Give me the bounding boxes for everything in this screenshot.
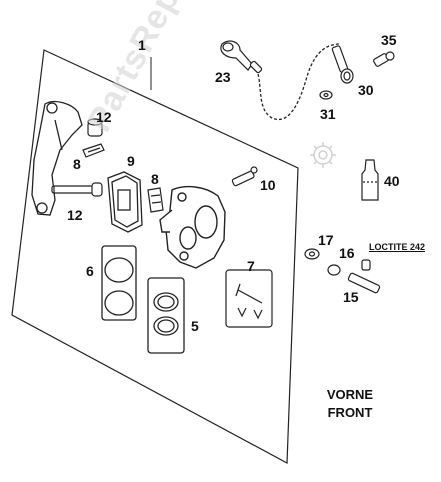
- brake-fluid-bottle-40: [361, 159, 379, 201]
- callout-23: 23: [215, 69, 231, 85]
- brake-hose: [257, 43, 341, 121]
- callout-12-lower: 12: [67, 207, 83, 223]
- callout-40: 40: [384, 173, 400, 189]
- bushing-12-top: [87, 118, 103, 137]
- pin-kit-7: [225, 269, 273, 328]
- watermark-gear-icon: [310, 142, 336, 168]
- callout-6: 6: [86, 263, 94, 279]
- pistons-6: [101, 245, 137, 321]
- banjo-bolt-35: [373, 51, 395, 67]
- callout-7: 7: [247, 258, 255, 274]
- spacer-16: [327, 264, 341, 276]
- brake-pads-9: [107, 171, 143, 233]
- piston-seals-5: [147, 277, 185, 354]
- callout-30: 30: [358, 82, 374, 98]
- washer-17: [304, 248, 320, 260]
- front-label-de: VORNE: [326, 387, 374, 402]
- loctite-label: LOCTITE 242: [369, 242, 426, 252]
- callout-12-top: 12: [96, 109, 112, 125]
- callout-1: 1: [138, 37, 146, 53]
- caliper-bracket: [31, 100, 83, 216]
- pad-spring-8-mid: [147, 187, 164, 213]
- washer-31: [319, 90, 333, 100]
- front-label-en: FRONT: [327, 405, 373, 420]
- assembly-panel: [11, 49, 299, 464]
- callout-35: 35: [381, 32, 397, 48]
- front-label: VORNE FRONT: [314, 386, 386, 422]
- callout-5: 5: [191, 318, 199, 334]
- pad-spring-8-top: [82, 143, 105, 158]
- callout-10: 10: [260, 177, 276, 193]
- callout-15: 15: [343, 289, 359, 305]
- bolt-15: [347, 259, 381, 294]
- bleeder-valve-10: [231, 166, 258, 187]
- callout-8-top: 8: [73, 156, 81, 172]
- callout-8-mid: 8: [151, 171, 159, 187]
- callout-16: 16: [339, 245, 355, 261]
- brake-hose-fitting-23: [220, 40, 263, 74]
- callout-9: 9: [127, 153, 135, 169]
- hose-end-fitting: [331, 45, 354, 84]
- slide-pin-12: [51, 182, 103, 197]
- callout-17: 17: [318, 232, 334, 248]
- callout-31: 31: [320, 106, 336, 122]
- caliper-body: [159, 185, 226, 269]
